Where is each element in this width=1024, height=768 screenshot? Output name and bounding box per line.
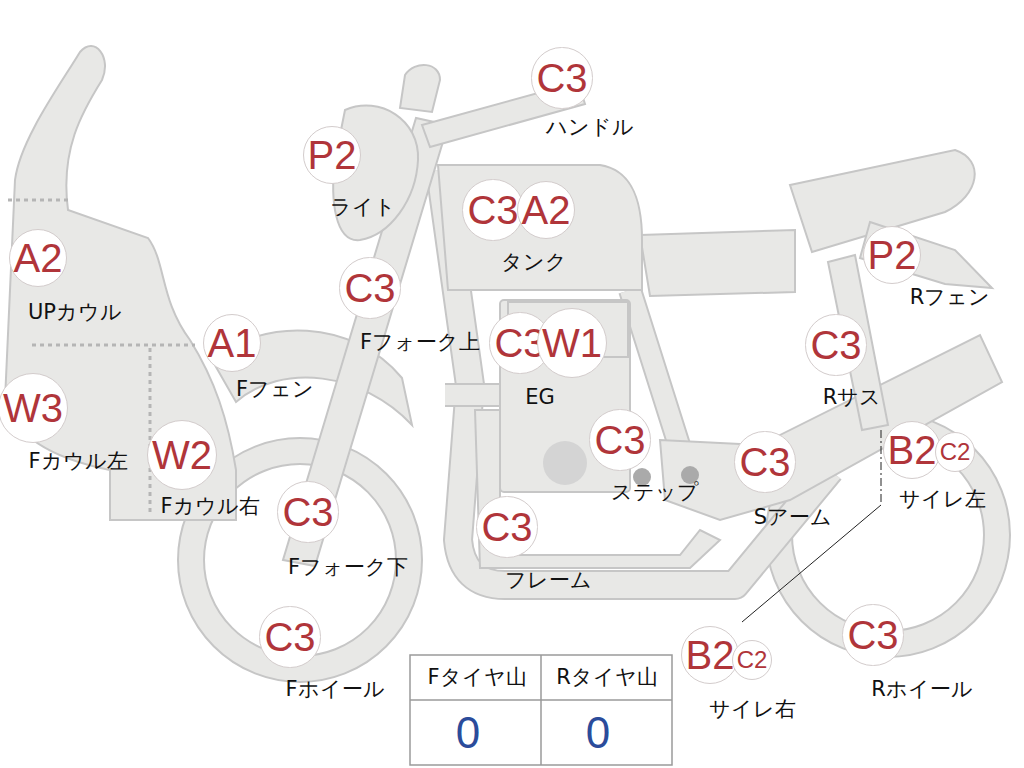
callout-circle: B2 xyxy=(681,626,740,685)
part-name: ステップ xyxy=(611,481,699,504)
damage-code: A1 xyxy=(208,323,257,363)
damage-code: P2 xyxy=(868,235,917,275)
damage-code: B2 xyxy=(686,635,735,675)
part-name: ライト xyxy=(330,196,396,219)
part-name: Fカウル右 xyxy=(160,495,259,518)
damage-code: C3 xyxy=(264,617,315,657)
damage-code: W2 xyxy=(152,435,212,475)
damage-code: C3 xyxy=(594,420,645,460)
table-value: 0 xyxy=(586,709,610,757)
damage-code: C3 xyxy=(739,442,790,482)
callout-circle: C2 xyxy=(732,640,773,681)
callout-circle: C3 xyxy=(842,604,903,665)
part-name: サイレ左 xyxy=(899,488,986,511)
damage-code: A2 xyxy=(14,238,63,278)
callout-circle: C3 xyxy=(531,47,592,108)
damage-code: C2 xyxy=(940,440,971,464)
damage-code: B2 xyxy=(888,430,937,470)
callout-circle: C3 xyxy=(805,314,866,375)
callout-circle: C3 xyxy=(277,481,338,542)
damage-code: W3 xyxy=(3,388,63,428)
part-name: EG xyxy=(525,386,555,409)
damage-code: C3 xyxy=(481,507,532,547)
callout-circle: A1 xyxy=(203,314,262,373)
part-name: タンク xyxy=(501,251,567,274)
damage-code: C3 xyxy=(810,325,861,365)
part-name: ハンドル xyxy=(546,116,634,139)
part-name: Fホイール xyxy=(285,678,384,701)
callout-circle: B2 xyxy=(883,421,942,480)
part-name: Fフォーク下 xyxy=(288,556,408,579)
damage-code: C3 xyxy=(536,58,587,98)
callout-circle: P2 xyxy=(303,126,362,185)
damage-code: C3 xyxy=(847,615,898,655)
damage-code: C2 xyxy=(737,648,768,672)
part-name: Rホイール xyxy=(871,678,973,701)
damage-code: C3 xyxy=(344,268,395,308)
callout-circle: C3 xyxy=(462,179,523,240)
callout-circle: P2 xyxy=(863,226,922,285)
damage-code: C3 xyxy=(282,492,333,532)
callout-circle: C3 xyxy=(589,409,650,470)
part-name: Rサス xyxy=(823,386,882,409)
part-name: UPカウル xyxy=(28,301,122,324)
callout-circle: A2 xyxy=(517,181,576,240)
damage-code: P2 xyxy=(308,135,357,175)
part-name: フレーム xyxy=(505,569,592,592)
part-name: Fフェン xyxy=(236,378,314,401)
table-header: Fタイヤ山 xyxy=(427,666,526,689)
table-value: 0 xyxy=(456,709,480,757)
callout-circle: A2 xyxy=(9,229,68,288)
part-name: サイレ右 xyxy=(709,698,796,721)
callout-circle: C3 xyxy=(476,496,537,557)
part-name: Fカウル左 xyxy=(28,450,127,473)
damage-code: A2 xyxy=(522,190,571,230)
damage-code: W1 xyxy=(542,323,602,363)
callout-circle: C3 xyxy=(339,257,400,318)
callout-circle: C3 xyxy=(259,606,320,667)
callout-circle: W1 xyxy=(537,308,607,378)
damage-code: C3 xyxy=(467,190,518,230)
callout-circle: C3 xyxy=(734,431,795,492)
callout-circle: W2 xyxy=(147,420,217,490)
table-header: Rタイヤ山 xyxy=(556,666,658,689)
part-name: Sアーム xyxy=(754,506,832,529)
part-name: Rフェン xyxy=(910,286,991,309)
part-name: Fフォーク上 xyxy=(360,331,480,354)
callout-circle: W3 xyxy=(0,373,68,443)
